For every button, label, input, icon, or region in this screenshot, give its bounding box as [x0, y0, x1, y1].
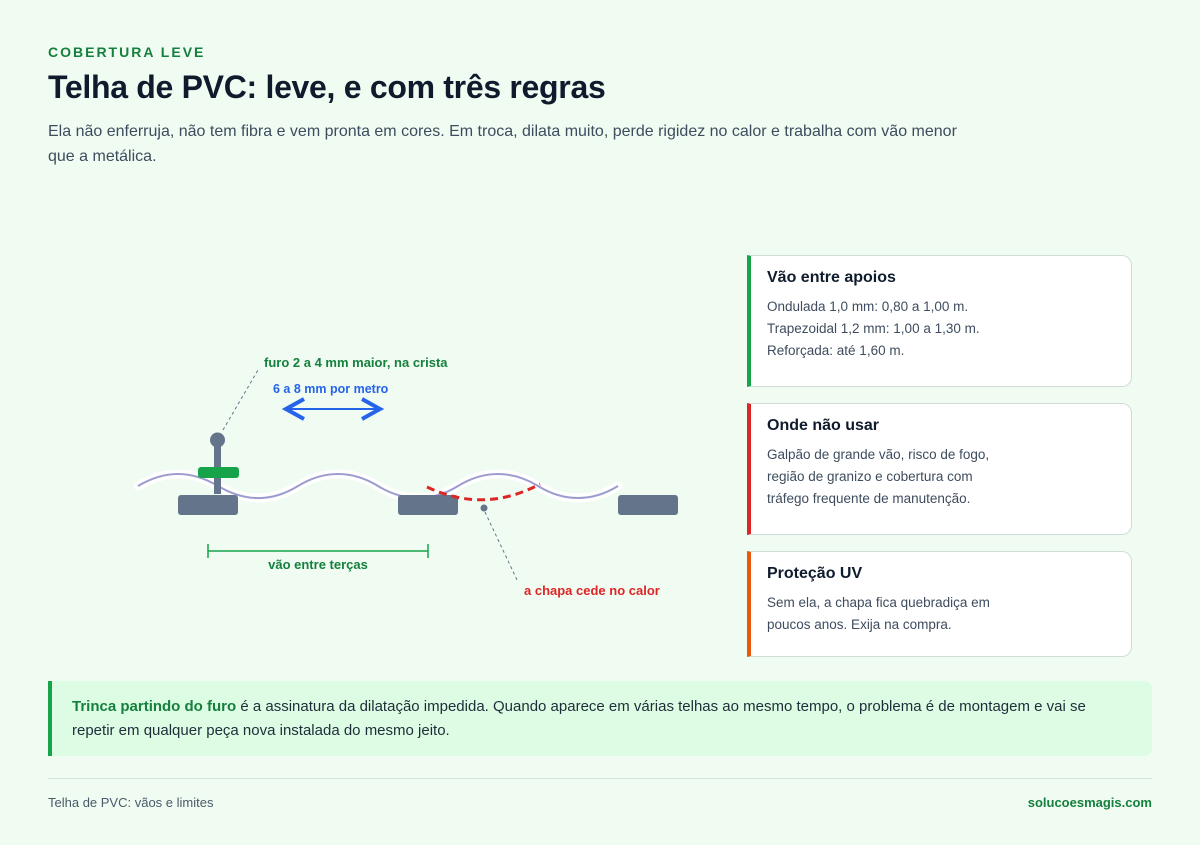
page-title: Telha de PVC: leve, e com três regras [48, 69, 606, 105]
card-span-line-1: Ondulada 1,0 mm: 0,80 a 1,00 m. [767, 299, 969, 314]
card-where-not-text: Galpão de grande vão, risco de fogo, reg… [767, 447, 990, 506]
pvc-roof-diagram: furo 2 a 4 mm maior, na crista 6 a 8 mm … [133, 355, 678, 598]
footer-divider [48, 778, 1152, 779]
sag-point-icon [480, 504, 488, 512]
card-uv: Proteção UV Sem ela, a chapa fica quebra… [747, 551, 1132, 657]
card-span: Vão entre apoios Ondulada 1,0 mm: 0,80 a… [747, 255, 1132, 387]
purlin-2 [398, 495, 458, 515]
card-uv-title: Proteção UV [767, 565, 863, 582]
card-span-title: Vão entre apoios [767, 269, 896, 286]
sag-leader-line [484, 511, 519, 583]
span-label: vão entre terças [268, 557, 368, 572]
card-span-line-3: Reforçada: até 1,60 m. [767, 343, 905, 358]
card-uv-text: Sem ela, a chapa fica quebradiça em pouc… [767, 595, 990, 632]
callout-strong: Trinca partindo do furo [72, 698, 237, 715]
callout-box: Trinca partindo do furo é a assinatura d… [48, 681, 1152, 756]
page-subtitle: Ela não enferruja, não tem fibra e vem p… [48, 123, 957, 165]
span-dimension [207, 544, 429, 558]
footer-caption: Telha de PVC: vãos e limites [48, 795, 214, 810]
sag-label: a chapa cede no calor [524, 583, 660, 598]
screw-fastener-icon [198, 432, 239, 494]
hole-leader-line [222, 369, 259, 431]
card-where-not: Onde não usar Galpão de grande vão, risc… [747, 403, 1132, 535]
purlin-3 [618, 495, 678, 515]
eyebrow: COBERTURA LEVE [48, 44, 206, 60]
hole-label: furo 2 a 4 mm maior, na crista [264, 355, 448, 370]
card-where-not-title: Onde não usar [767, 417, 880, 434]
expansion-label: 6 a 8 mm por metro [273, 382, 389, 396]
sag-curve [426, 482, 541, 502]
footer-site-link[interactable]: solucoesmagis.com [1027, 795, 1152, 810]
card-span-line-2: Trapezoidal 1,2 mm: 1,00 a 1,30 m. [767, 321, 980, 336]
callout-text: é a assinatura da dilatação impedida. Qu… [72, 698, 1086, 739]
purlin-1 [178, 495, 238, 515]
